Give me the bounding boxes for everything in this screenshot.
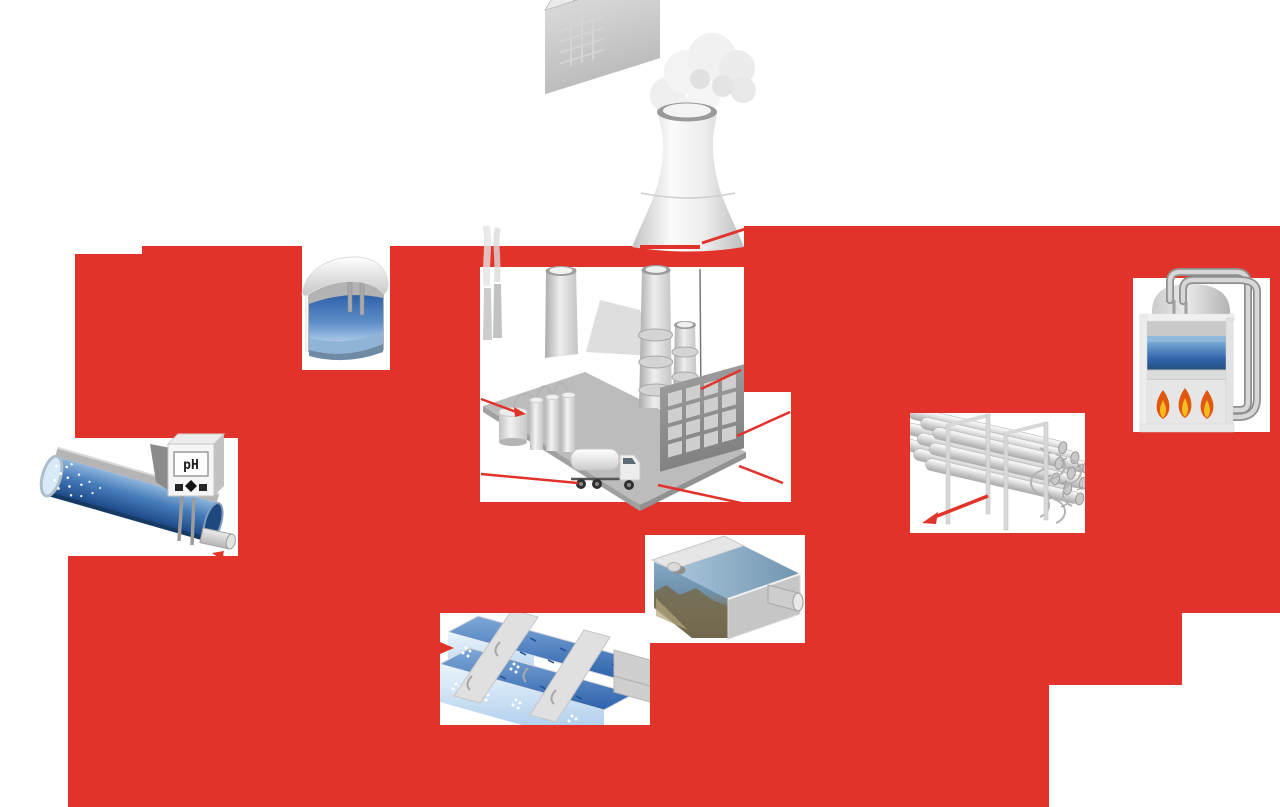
tank-lid [301, 256, 389, 297]
tank-pipe [347, 281, 353, 313]
silo-top [561, 392, 576, 398]
wheel-hub [627, 483, 631, 487]
ph-meter: pH [150, 433, 226, 546]
walkway-bridge [453, 613, 539, 704]
feed-pipe [511, 392, 536, 411]
drip-pipe [466, 675, 473, 691]
wheel-hub [579, 482, 583, 486]
factory-backdrop-ext [744, 392, 791, 502]
silo [546, 397, 559, 451]
feed-pipe [551, 381, 570, 397]
flow-arrows [212, 226, 989, 654]
tanker-truck [570, 448, 641, 490]
small-chimney [483, 288, 492, 340]
chimney-rim-inner [549, 267, 573, 274]
probe [177, 495, 184, 542]
sedimentation-tank-icon [650, 535, 804, 640]
steam-plume-icon [650, 33, 756, 121]
tube-end-caps [1050, 441, 1085, 506]
probe [190, 497, 196, 546]
arrow-to-cooling-tower [640, 226, 749, 249]
tank-pipe [359, 282, 365, 316]
tower-seam [640, 192, 736, 199]
platform-step [613, 675, 650, 687]
arrow-to-tube-bundle [922, 494, 989, 524]
wheel-hub [595, 482, 599, 486]
feed-pipe [535, 385, 554, 399]
ph-display-label: pH [183, 458, 199, 473]
arrow-to-ph-pipeline [212, 551, 237, 564]
factory-ground-arrows [480, 368, 791, 505]
small-chimney [493, 284, 502, 338]
wall-top-edge [727, 573, 801, 600]
silo [530, 400, 543, 450]
wide-tank-base [499, 438, 527, 446]
factory-left-wall [544, 0, 661, 95]
chimney-rim-inner [677, 321, 693, 328]
tank-water-deep [309, 344, 383, 361]
chimney [545, 268, 578, 358]
tank-water-light [309, 332, 383, 354]
outlet-cap [792, 592, 804, 612]
factory-icon [482, 0, 746, 511]
cooling-tower-icon [632, 33, 756, 252]
water-pipe [44, 456, 219, 542]
pipe-outlet-stub [199, 527, 236, 550]
inlet-stub [667, 562, 681, 572]
chimney-collar [671, 346, 699, 358]
ph-pipeline-icon: pH [39, 433, 236, 550]
tower-rim-inner [663, 103, 711, 118]
tank-water [309, 295, 383, 342]
factory-ground-edge [640, 452, 746, 511]
boiler-frame [1139, 313, 1235, 433]
sawtooth-roof [544, 0, 661, 12]
silo [562, 395, 575, 452]
meter-button [199, 484, 207, 491]
boiler-external-pipes [1166, 268, 1261, 421]
truck-tank [570, 448, 620, 471]
boiler-shelf [1145, 369, 1229, 381]
smoke-column [586, 300, 652, 356]
arrow-to-aeration-basins [440, 642, 454, 654]
sludge-highlight [656, 598, 688, 630]
silo-top [529, 397, 544, 403]
bubble-cluster [53, 463, 102, 498]
chimney-collar [638, 355, 674, 369]
chimney-rim-inner [645, 266, 667, 273]
smoke-wisp [493, 227, 501, 283]
walkway-bridge [529, 629, 611, 723]
drip-pipe [550, 689, 557, 705]
aeration-basins-icon [440, 613, 650, 725]
factory-right-wall [660, 364, 744, 472]
drip-pipe [494, 641, 501, 657]
support-frames [945, 413, 1049, 531]
silo-top [545, 394, 560, 400]
flow-region [68, 226, 1280, 807]
boiler-icon [1139, 268, 1261, 433]
sediment-water-surface [672, 546, 800, 599]
truck-windshield [623, 458, 636, 464]
flame-icon [1156, 388, 1214, 419]
tube-bundle-icon [910, 413, 1085, 531]
tower-shell [632, 112, 744, 252]
boiler-inner-top [1146, 320, 1228, 336]
drip-pipe [522, 667, 529, 683]
meter-side [214, 434, 224, 496]
storage-tank-icon [301, 256, 389, 361]
left-wall-windows [560, 13, 604, 67]
sludge-layer [654, 585, 728, 638]
pipe-shadow [44, 490, 209, 542]
smoke-wisp [482, 225, 492, 287]
left-wall-face [545, 0, 660, 95]
ph-display [173, 451, 209, 477]
boiler-water-surface [1146, 336, 1228, 342]
basin-platform [613, 649, 650, 703]
meter-diamond-button [185, 480, 197, 492]
meter-button [175, 484, 183, 491]
chimney-collar [638, 328, 673, 342]
